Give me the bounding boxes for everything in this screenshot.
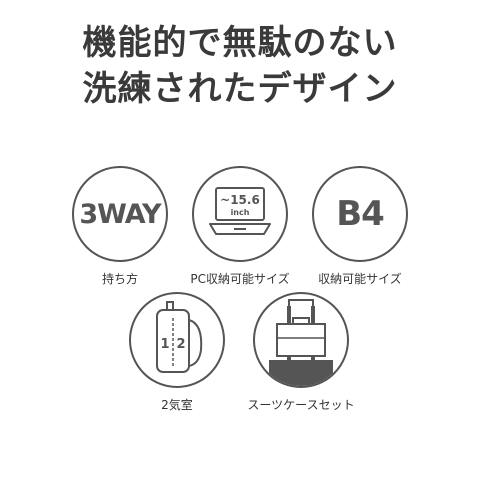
feature-label-carry: 持ち方	[101, 272, 138, 286]
laptop-icon: ~15.6 inch	[192, 166, 288, 262]
laptop-unit-text: inch	[231, 208, 250, 217]
b4-text: B4	[336, 194, 385, 234]
compartment-1-text: 1	[160, 337, 169, 352]
headline: 機能的で無駄のない 洗練されたデザイン	[0, 20, 480, 112]
laptop-graphic: ~15.6 inch	[209, 187, 271, 235]
feature-label-suitcase: スーツケースセット	[247, 398, 355, 412]
3way-text: 3WAY	[79, 198, 161, 230]
b4-icon: B4	[312, 166, 408, 262]
3way-icon: 3WAY	[72, 166, 168, 262]
headline-line1: 機能的で無駄のない	[82, 23, 398, 63]
feature-3way: 3WAY 持ち方	[65, 166, 175, 287]
feature-pc: ~15.6 inch PC収納可能サイズ	[185, 166, 295, 287]
feature-label-storage: 収納可能サイズ	[318, 272, 402, 286]
feature-two-compartment: 1 2 2気室	[122, 292, 232, 413]
two-compartment-backpack-icon: 1 2	[129, 292, 225, 388]
headline-line2: 洗練されたデザイン	[82, 69, 398, 109]
feature-b4: B4 収納可能サイズ	[305, 166, 415, 287]
backpack-graphic: 1 2	[156, 301, 203, 373]
feature-suitcase: スーツケースセット	[246, 292, 356, 413]
laptop-size-text: ~15.6	[220, 193, 260, 207]
suitcase-graphic	[269, 299, 333, 386]
suitcase-icon	[253, 292, 349, 388]
compartment-2-text: 2	[176, 337, 185, 352]
feature-label-compartments: 2気室	[161, 398, 193, 412]
feature-label-pc: PC収納可能サイズ	[190, 272, 290, 286]
